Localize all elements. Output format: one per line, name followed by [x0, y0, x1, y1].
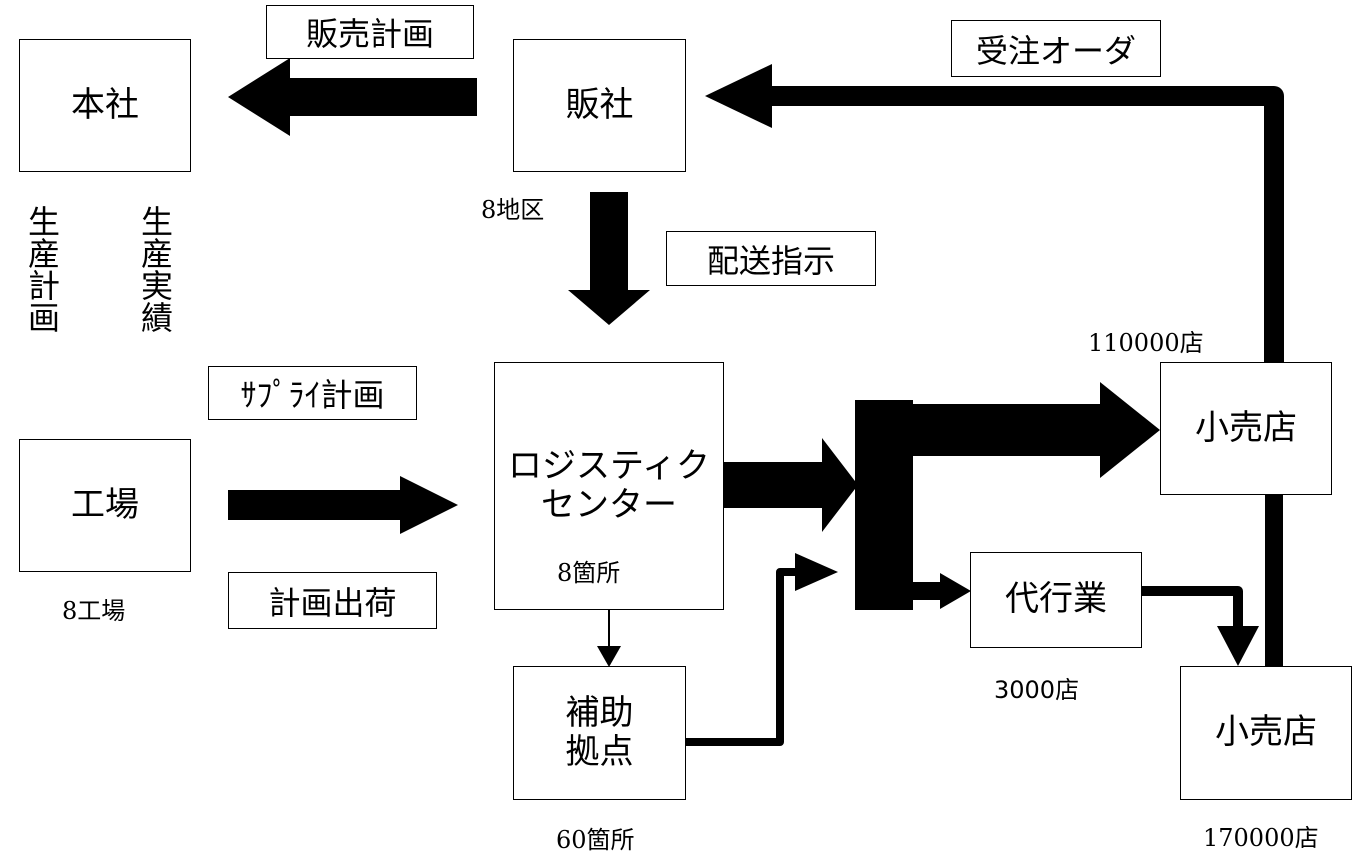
logistics-count: 8箇所 [557, 559, 621, 587]
kouriten-upper-label: 小売店 [1195, 407, 1297, 448]
logistics-label-line2: センター [541, 485, 677, 526]
juchu-order-label-box: 受注オーダ [951, 20, 1161, 77]
dairigyo-label: 代行業 [1005, 579, 1107, 620]
arrow-logistics-to-hojo-head [597, 646, 621, 667]
kouriten-upper-box: 小売店 [1160, 362, 1332, 495]
arrow-hojo-to-hub-head [795, 553, 838, 591]
honsha-box: 本社 [19, 39, 191, 172]
hanbai-keikaku-text: 販売計画 [305, 15, 434, 53]
hojo-count: 60箇所 [556, 826, 635, 854]
kouriten-lower-label: 小売店 [1215, 712, 1317, 753]
arrow-kouriten-to-hansha-head [705, 64, 772, 128]
seisan-jisseki-text: 生 産 実 績 [140, 203, 173, 337]
hojo-label-line2: 拠点 [565, 732, 634, 772]
haisou-shiji-label-box: 配送指示 [666, 231, 876, 286]
kouriten-lower-count: 170000店 [1203, 824, 1319, 852]
arrow-logistics-to-hub [724, 438, 858, 532]
kouriten-upper-count: 110000店 [1088, 329, 1204, 357]
logistics-center-box: ロジスティク センター [494, 362, 724, 610]
kouriten-lower-box: 小売店 [1180, 666, 1352, 800]
dairigyo-count: 3000店 [994, 676, 1080, 704]
keikaku-shukka-text: 計画出荷 [268, 583, 397, 622]
arrow-kouriten-to-hansha [772, 86, 1284, 362]
kojo-box: 工場 [19, 439, 191, 572]
hansha-box: 販社 [513, 39, 686, 172]
arrow-hojo-to-hub [686, 568, 795, 746]
seisan-keikaku-text: 生 産 計 画 [27, 203, 60, 337]
hansha-label: 販社 [565, 84, 634, 125]
kojo-count: 8工場 [62, 597, 126, 625]
hansha-count: 8地区 [481, 196, 545, 224]
juchu-order-text: 受注オーダ [975, 31, 1136, 70]
kojo-label: 工場 [71, 484, 139, 525]
arrow-dairigyo-to-kouriten [1141, 586, 1243, 628]
haisou-shiji-text: 配送指示 [706, 241, 835, 280]
hojo-kyoten-box: 補助 拠点 [513, 666, 686, 800]
dairigyo-box: 代行業 [970, 552, 1142, 648]
keikaku-shukka-label-box: 計画出荷 [228, 572, 437, 629]
hojo-label-line1: 補助 [565, 692, 634, 733]
supply-keikaku-text: ｻﾌﾟﾗｲ計画 [240, 376, 385, 414]
honsha-label: 本社 [71, 84, 139, 125]
supply-keikaku-label-box: ｻﾌﾟﾗｲ計画 [208, 366, 417, 420]
arrow-hansha-to-logistics [568, 192, 650, 325]
arrow-dairigyo-to-kouriten-head [1217, 626, 1259, 666]
arrow-kojo-to-logistics [228, 476, 458, 534]
arrow-hansha-to-honsha [228, 58, 477, 136]
logistics-label-line1: ロジスティク [508, 446, 710, 486]
arrow-hub-to-dairigyo [900, 573, 971, 609]
arrow-hub-to-kouriten [900, 382, 1160, 478]
hanbai-keikaku-label-box: 販売計画 [266, 5, 474, 59]
connector-kouriten [1265, 494, 1283, 668]
